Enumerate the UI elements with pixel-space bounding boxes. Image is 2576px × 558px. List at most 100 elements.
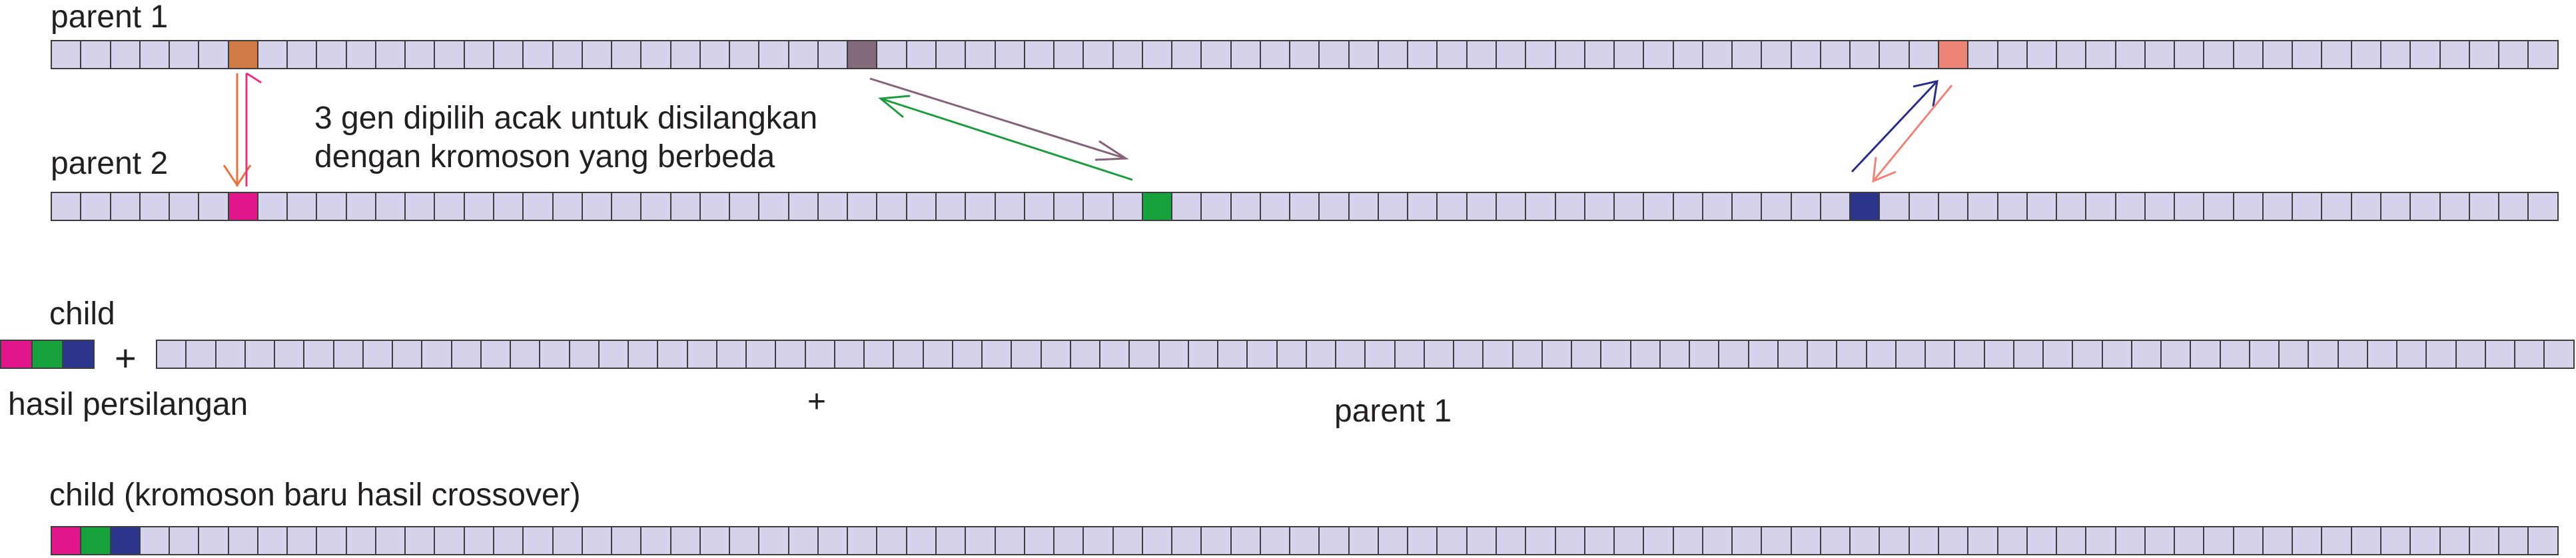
gene-cell bbox=[1408, 527, 1438, 554]
gene-cell bbox=[1615, 527, 1645, 554]
gene-cell bbox=[81, 193, 111, 220]
gene-cell bbox=[747, 341, 777, 368]
gene-cell bbox=[1320, 193, 1350, 220]
gene-cell bbox=[1366, 341, 1396, 368]
gene-cell bbox=[2469, 41, 2500, 68]
gene-cell bbox=[2234, 193, 2264, 220]
gene-cell bbox=[1939, 193, 1969, 220]
parent2-label: parent 2 bbox=[51, 146, 169, 181]
gene-cell bbox=[1880, 193, 1910, 220]
gene-cell bbox=[907, 527, 937, 554]
gene-cell bbox=[363, 341, 393, 368]
gene-cell bbox=[1660, 341, 1690, 368]
gene-cell bbox=[1349, 527, 1379, 554]
gene-cell bbox=[2014, 341, 2044, 368]
gene-cell bbox=[2280, 341, 2310, 368]
gene-cell bbox=[1644, 193, 1674, 220]
gene-cell bbox=[1438, 193, 1468, 220]
gene-cell bbox=[2057, 527, 2087, 554]
gene-cell bbox=[1880, 527, 1910, 554]
gene-cell bbox=[966, 41, 996, 68]
gene-cell bbox=[2102, 341, 2132, 368]
gene-cell bbox=[1378, 527, 1409, 554]
gene-cell bbox=[2427, 341, 2457, 368]
gene-cell bbox=[1084, 41, 1114, 68]
gene-cell bbox=[2263, 41, 2294, 68]
gene-cell bbox=[2250, 341, 2280, 368]
gene-cell bbox=[759, 193, 789, 220]
gene-cell bbox=[1690, 341, 1720, 368]
gene-cell bbox=[2381, 193, 2411, 220]
gene-cell bbox=[1055, 41, 1084, 68]
gene-cell bbox=[1703, 193, 1733, 220]
gene-cell bbox=[995, 41, 1025, 68]
gene-cell-selected bbox=[1, 341, 33, 368]
gene-cell bbox=[1749, 341, 1779, 368]
chromosome-child-prefix bbox=[0, 340, 95, 369]
gene-cell bbox=[422, 341, 452, 368]
gene-cell bbox=[2086, 527, 2116, 554]
gene-cell bbox=[1631, 341, 1661, 368]
gene-cell bbox=[1955, 341, 1985, 368]
gene-cell bbox=[524, 527, 554, 554]
gene-cell bbox=[1821, 527, 1851, 554]
gene-cell bbox=[1673, 527, 1703, 554]
gene-cell bbox=[848, 527, 878, 554]
gene-cell bbox=[140, 193, 171, 220]
gene-cell bbox=[877, 41, 907, 68]
gene-cell bbox=[1290, 193, 1320, 220]
gene-cell bbox=[983, 341, 1013, 368]
gene-cell bbox=[2073, 341, 2103, 368]
gene-cell bbox=[2469, 193, 2500, 220]
gene-cell bbox=[1497, 193, 1527, 220]
gene-cell bbox=[1555, 41, 1585, 68]
gene-cell bbox=[464, 527, 494, 554]
gene-cell bbox=[700, 193, 731, 220]
gene-cell bbox=[288, 527, 318, 554]
gene-cell bbox=[1041, 341, 1071, 368]
gene-cell bbox=[2234, 41, 2264, 68]
chromosome-child-new bbox=[51, 526, 2559, 555]
gene-cell bbox=[789, 193, 819, 220]
gene-cell bbox=[1526, 527, 1556, 554]
gene-cell bbox=[1808, 341, 1838, 368]
gene-cell bbox=[1248, 341, 1278, 368]
gene-cell bbox=[406, 193, 436, 220]
gene-cell bbox=[1130, 341, 1160, 368]
gene-cell bbox=[2234, 527, 2264, 554]
gene-cell bbox=[524, 193, 554, 220]
gene-cell bbox=[2529, 193, 2559, 220]
gene-cell bbox=[334, 341, 364, 368]
gene-cell bbox=[2381, 41, 2411, 68]
gene-cell bbox=[170, 527, 200, 554]
gene-cell bbox=[2352, 527, 2381, 554]
gene-cell bbox=[2529, 41, 2559, 68]
gene-cell bbox=[730, 41, 760, 68]
gene-cell bbox=[481, 341, 511, 368]
gene-cell bbox=[317, 527, 347, 554]
arrow-pink-head bbox=[246, 72, 262, 84]
gene-cell bbox=[540, 341, 570, 368]
gene-cell bbox=[1909, 193, 1939, 220]
gene-cell bbox=[140, 41, 171, 68]
arrow-green-line bbox=[880, 97, 1133, 181]
gene-cell bbox=[2485, 341, 2515, 368]
gene-cell-selected bbox=[111, 527, 141, 554]
gene-cell bbox=[1909, 41, 1939, 68]
arrow-salmon-head bbox=[1872, 156, 1897, 183]
gene-cell bbox=[1615, 41, 1645, 68]
gene-cell bbox=[1851, 41, 1881, 68]
gene-cell bbox=[157, 341, 187, 368]
child-label: child bbox=[49, 296, 115, 332]
gene-cell bbox=[1349, 193, 1379, 220]
arrow-mauve-head bbox=[1094, 140, 1129, 161]
gene-cell bbox=[1791, 193, 1821, 220]
gene-cell bbox=[1968, 41, 1998, 68]
gene-cell bbox=[1188, 341, 1218, 368]
gene-cell bbox=[1778, 341, 1808, 368]
gene-cell bbox=[1025, 527, 1055, 554]
gene-cell bbox=[2145, 41, 2176, 68]
gene-cell bbox=[1497, 527, 1527, 554]
gene-cell bbox=[1172, 527, 1202, 554]
gene-cell bbox=[1703, 527, 1733, 554]
